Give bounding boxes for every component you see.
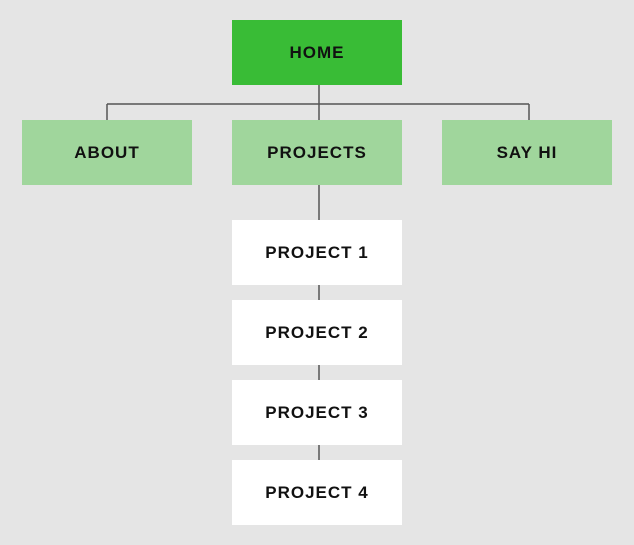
node-home[interactable]: HOME [232,20,402,85]
node-projects[interactable]: PROJECTS [232,120,402,185]
node-project-2[interactable]: PROJECT 2 [232,300,402,365]
node-project-1[interactable]: PROJECT 1 [232,220,402,285]
node-project-3[interactable]: PROJECT 3 [232,380,402,445]
node-about[interactable]: ABOUT [22,120,192,185]
node-say-hi[interactable]: SAY HI [442,120,612,185]
node-project-4[interactable]: PROJECT 4 [232,460,402,525]
